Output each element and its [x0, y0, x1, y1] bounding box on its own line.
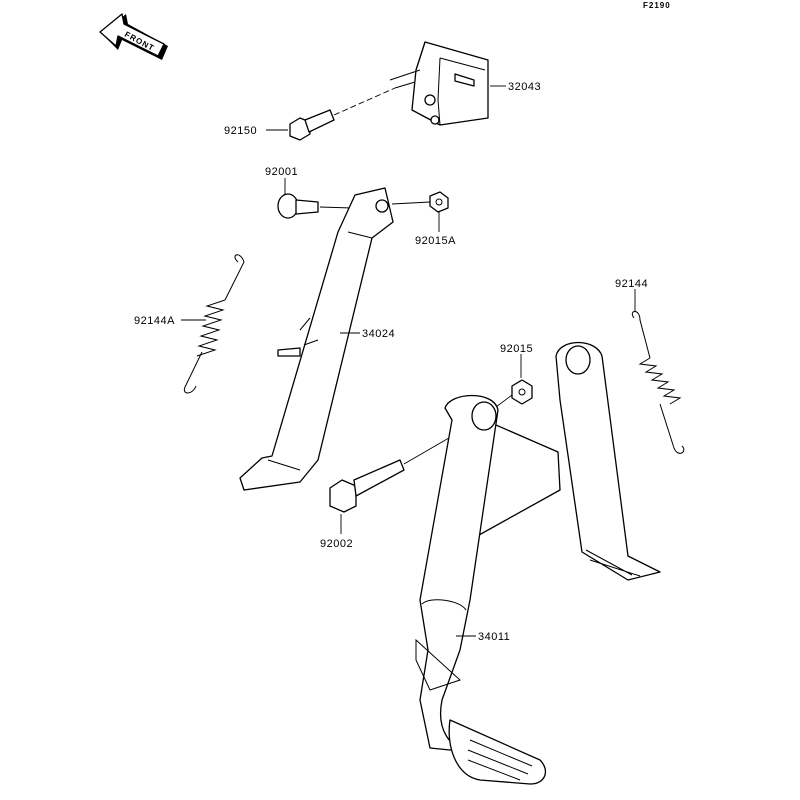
diagram-code: F2190	[643, 1, 671, 10]
front-arrow-icon: FRONT	[99, 13, 168, 60]
side-stand-part	[239, 187, 394, 491]
bracket-part	[389, 41, 489, 126]
label-92001: 92001	[265, 166, 298, 178]
label-92144: 92144	[615, 278, 648, 290]
label-34011: 34011	[478, 631, 510, 643]
main-stand-spring-part	[631, 311, 685, 454]
label-92015a: 92015A	[415, 235, 456, 247]
side-stand-spring-part	[183, 254, 245, 394]
label-92015: 92015	[500, 343, 533, 355]
main-stand-part	[415, 342, 661, 785]
label-32043: 32043	[508, 81, 541, 93]
main-stand-nut-part	[491, 379, 533, 411]
side-stand-bolt-part	[277, 193, 353, 219]
label-92150: 92150	[224, 125, 257, 137]
label-34024: 34024	[362, 328, 395, 340]
main-stand-bolt-part	[329, 419, 481, 513]
bracket-bolt-part	[289, 87, 396, 141]
side-stand-nut-part	[391, 191, 449, 213]
label-92002: 92002	[320, 538, 353, 550]
label-92144a: 92144A	[134, 315, 175, 327]
